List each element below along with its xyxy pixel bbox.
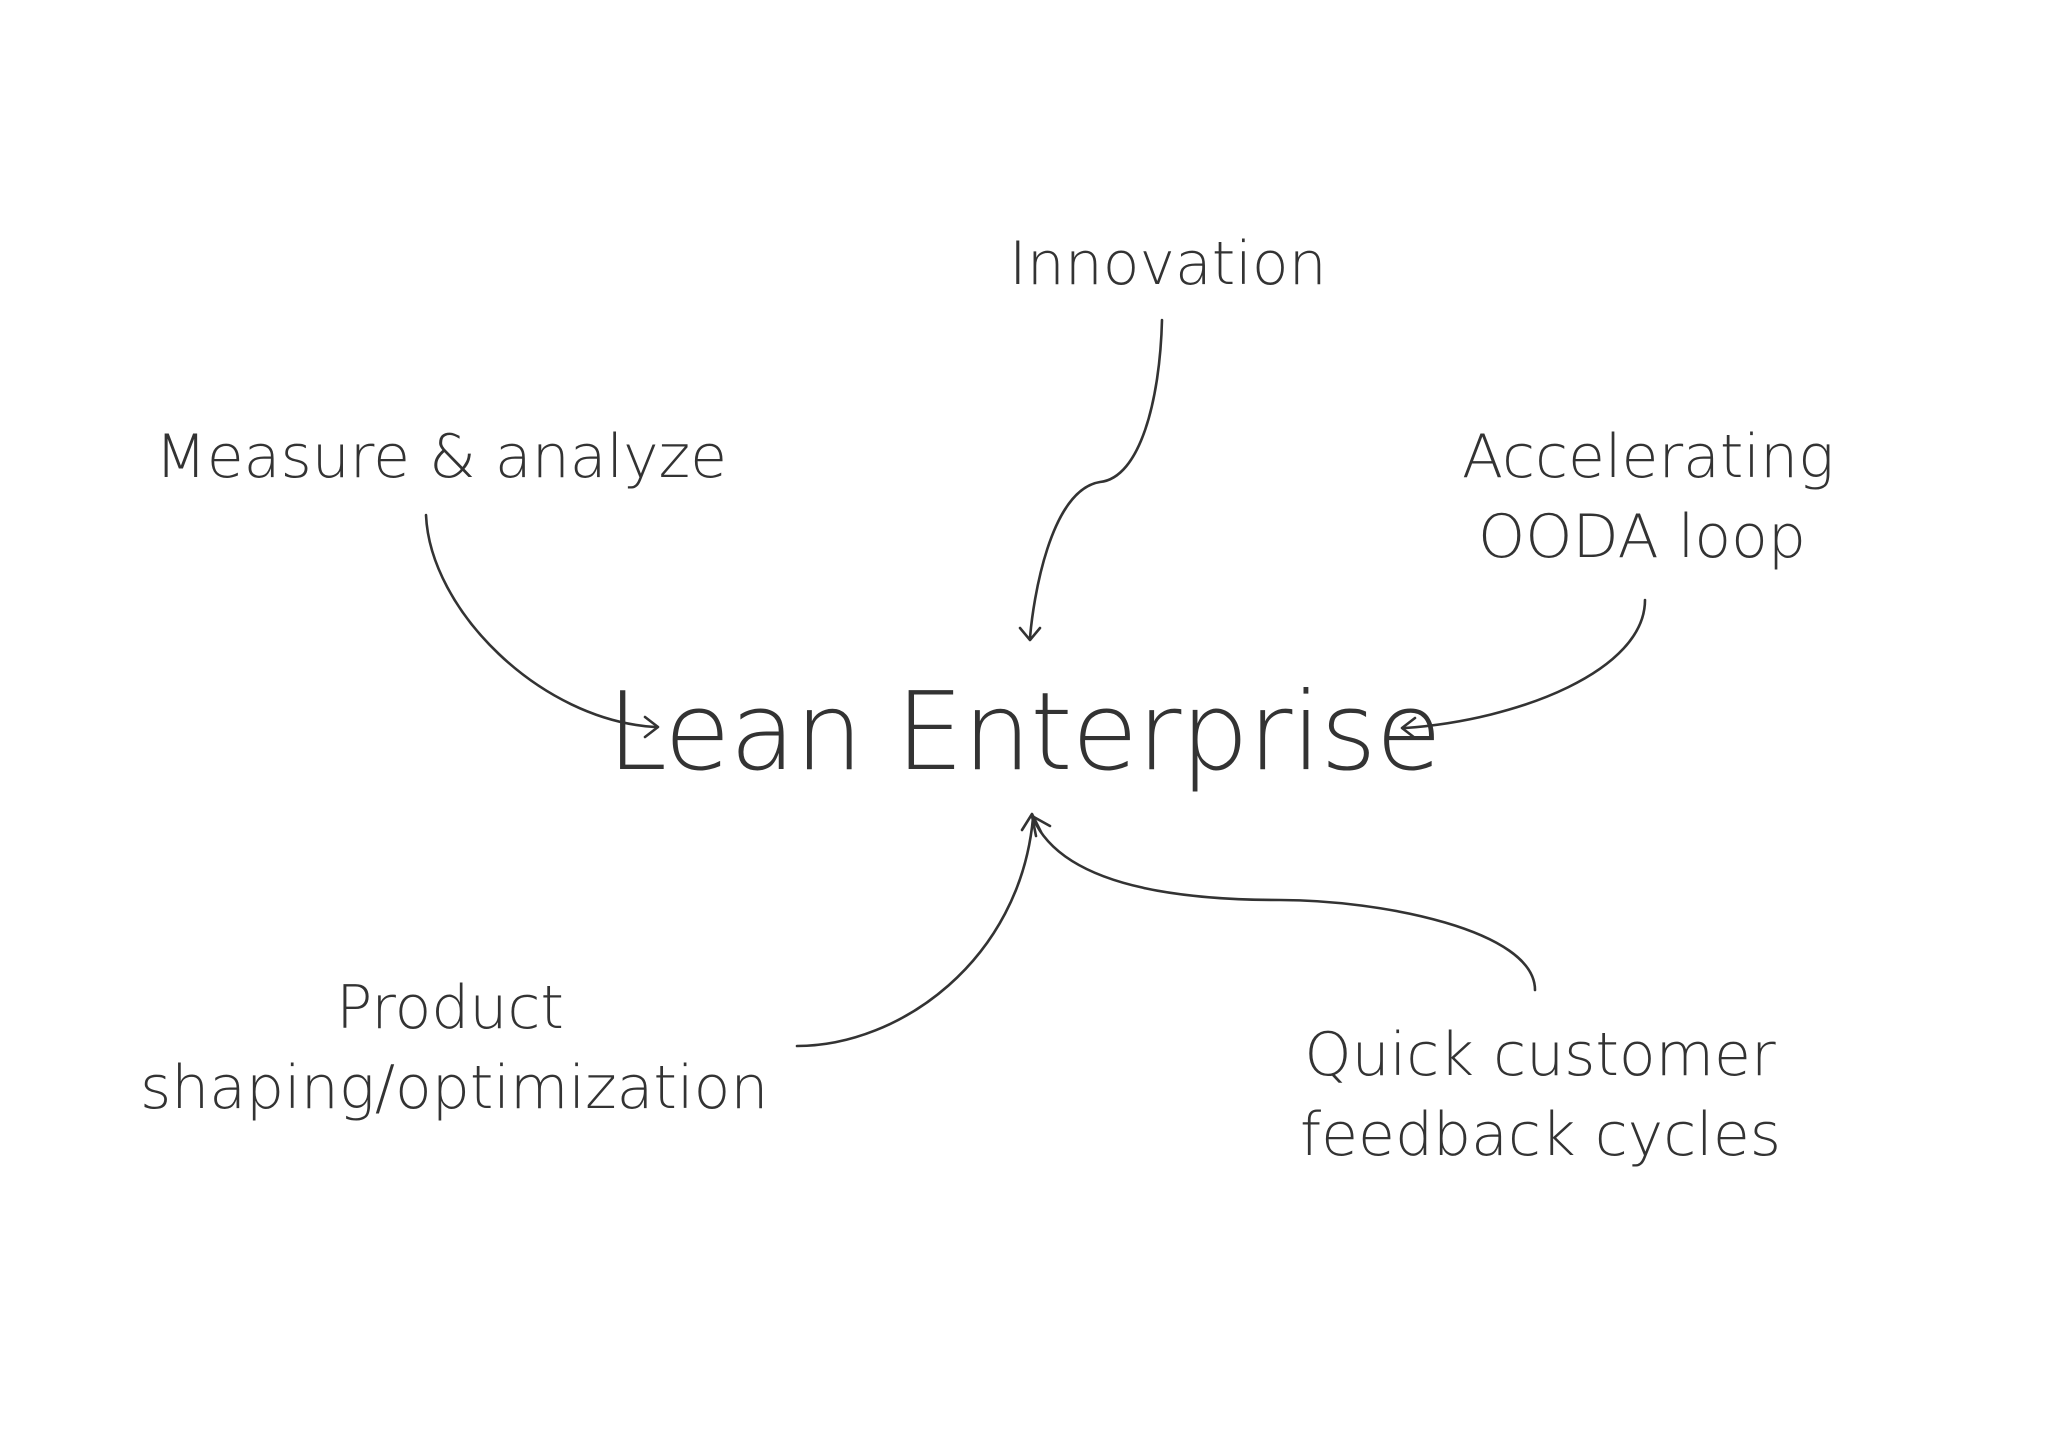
arrow-product — [795, 816, 1035, 1048]
arrowhead-measure — [643, 715, 660, 739]
arrowhead-feedback — [1030, 814, 1052, 838]
node-feedback-cycles: Quick customer feedback cycles — [1300, 1015, 1782, 1175]
node-measure-analyze: Measure & analyze — [155, 417, 727, 497]
arrow-measure — [424, 513, 657, 729]
node-ooda-loop: Accelerating OODA loop — [1462, 417, 1835, 577]
node-product-line-2: shaping/optimization — [140, 1053, 769, 1123]
arrowhead-innovation — [1018, 626, 1042, 642]
node-ooda-line-1: Accelerating — [1462, 422, 1835, 492]
node-feedback-line-2: feedback cycles — [1300, 1100, 1782, 1170]
arrowhead-ooda — [1400, 716, 1417, 740]
node-measure-line-1: Measure & analyze — [155, 422, 728, 492]
arrow-feedback — [1031, 816, 1537, 992]
node-feedback-line-1: Quick customer — [1304, 1020, 1776, 1090]
node-product-line-1: Product — [336, 973, 564, 1043]
node-innovation-line-1: Innovation — [1009, 229, 1327, 299]
node-ooda-line-2: OODA loop — [1478, 502, 1806, 572]
node-product-shaping: Product shaping/optimization — [140, 968, 769, 1128]
node-innovation: Innovation — [1009, 224, 1327, 304]
central-node-title: Lean Enterprise — [606, 670, 1442, 795]
arrow-ooda — [1403, 598, 1647, 730]
arrow-innovation — [1028, 318, 1164, 640]
